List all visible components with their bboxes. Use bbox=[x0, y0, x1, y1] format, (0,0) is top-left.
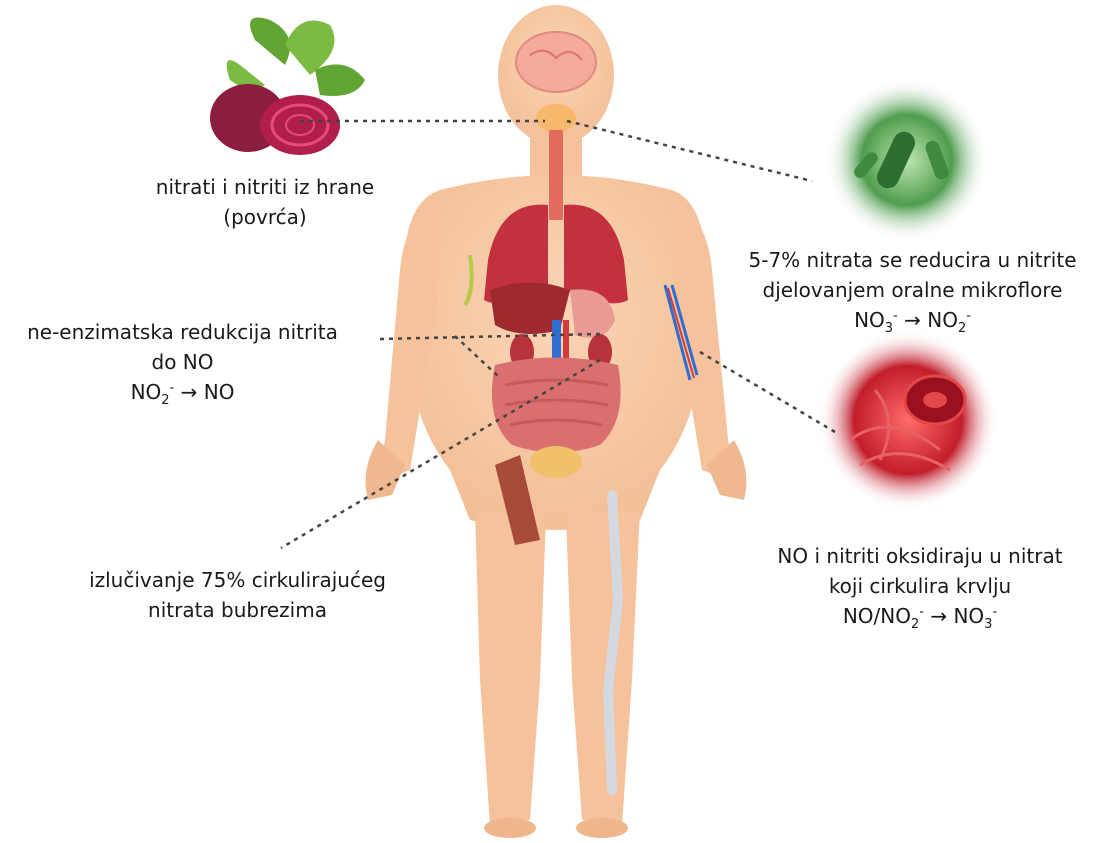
right-leg bbox=[566, 510, 640, 825]
label-nitrite-reduction: ne-enzimatska redukcija nitrita do NO NO… bbox=[0, 317, 365, 407]
label-reduction-line1: ne-enzimatska redukcija nitrita bbox=[0, 317, 365, 347]
label-blood-line1: NO i nitriti oksidiraju u nitrat bbox=[745, 541, 1095, 571]
label-reduction-equation: NO2- → NO bbox=[0, 377, 365, 407]
trachea bbox=[549, 130, 563, 220]
thyroid bbox=[536, 104, 576, 132]
label-oral-line2: djelovanjem oralne mikroflore bbox=[720, 275, 1105, 305]
arrow-icon: → bbox=[930, 604, 947, 628]
connector-mouth-to-bacteria bbox=[567, 121, 812, 181]
red-blood-cells-illustration bbox=[818, 330, 998, 510]
label-food-sources: nitrati i nitriti iz hrane (povrća) bbox=[110, 172, 420, 232]
label-oral-microflora: 5-7% nitrata se reducira u nitrite djelo… bbox=[720, 245, 1105, 335]
label-blood-oxidation: NO i nitriti oksidiraju u nitrat koji ci… bbox=[745, 541, 1095, 631]
left-leg bbox=[475, 510, 546, 825]
label-food-line2: (povrća) bbox=[110, 202, 420, 232]
right-foot bbox=[576, 818, 628, 838]
human-body bbox=[366, 5, 747, 838]
label-reduction-line2: do NO bbox=[0, 347, 365, 377]
label-kidney-excretion: izlučivanje 75% cirkulirajućeg nitrata b… bbox=[55, 565, 420, 625]
label-kidney-line2: nitrata bubrezima bbox=[55, 595, 420, 625]
left-foot bbox=[484, 818, 536, 838]
label-blood-line2: koji cirkulira krvlju bbox=[745, 571, 1095, 601]
arrow-icon: → bbox=[181, 380, 198, 404]
label-kidney-line1: izlučivanje 75% cirkulirajućeg bbox=[55, 565, 420, 595]
label-oral-equation: NO3- → NO2- bbox=[720, 305, 1105, 335]
brain bbox=[516, 32, 596, 92]
label-blood-equation: NO/NO2- → NO3- bbox=[745, 601, 1095, 631]
label-oral-line1: 5-7% nitrata se reducira u nitrite bbox=[720, 245, 1105, 275]
bladder bbox=[530, 446, 582, 478]
label-food-line1: nitrati i nitriti iz hrane bbox=[110, 172, 420, 202]
oral-bacteria-illustration bbox=[825, 78, 989, 242]
arrow-icon: → bbox=[904, 308, 921, 332]
beetroot-illustration bbox=[210, 18, 365, 156]
